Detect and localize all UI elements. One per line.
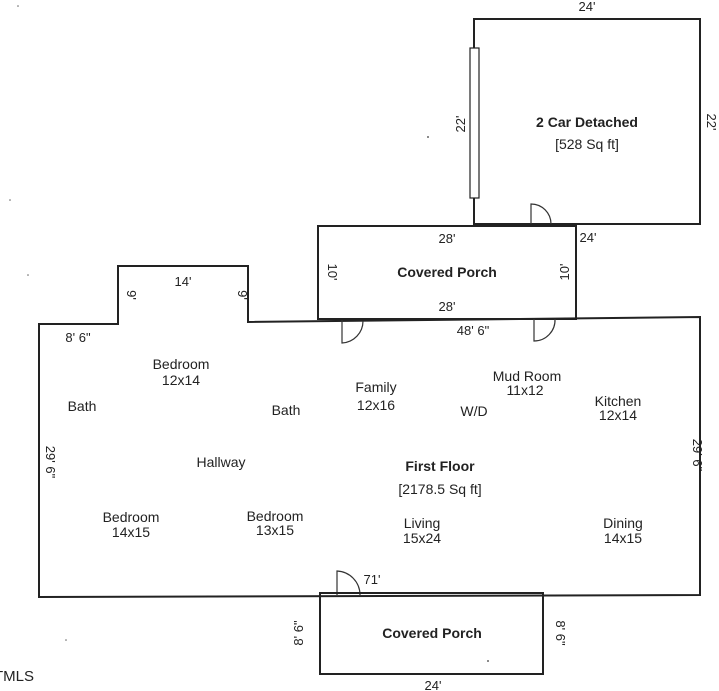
hallway-label: Hallway — [196, 454, 245, 470]
lower-porch: Covered Porch 24' 8' 6" 8' 6" — [291, 592, 568, 691]
dim-right: 29' 6" — [690, 439, 705, 472]
bedroom1-name: Bedroom — [153, 356, 210, 372]
family-name: Family — [355, 379, 396, 395]
upper-porch-dim-top: 28' — [439, 231, 456, 246]
garage-dim-top: 24' — [579, 0, 596, 14]
kitchen-size: 12x14 — [599, 407, 637, 423]
dim-bump-left: 9' — [124, 290, 139, 300]
first-floor-outline — [38, 265, 701, 599]
bath2-label: Bath — [272, 402, 301, 418]
dining-name: Dining — [603, 515, 643, 531]
mudroom-door-swing — [533, 318, 556, 342]
dim-top-right: 48' 6" — [457, 323, 490, 338]
garage-dim-bottom-right: 24' — [580, 230, 597, 245]
dim-left: 29' 6" — [43, 446, 58, 479]
first-floor: 8' 6" 14' 9' 9' 48' 6" 29' 6" 29' 6" 71'… — [38, 265, 705, 599]
garage-title: 2 Car Detached — [536, 114, 638, 130]
lower-porch-dim-right: 8' 6" — [553, 620, 568, 646]
kitchen-name: Kitchen — [595, 393, 642, 409]
bedroom2-name: Bedroom — [103, 509, 160, 525]
upper-porch: Covered Porch 28' 28' 10' 10' — [317, 225, 577, 320]
living-name: Living — [404, 515, 441, 531]
family-size: 12x16 — [357, 397, 395, 413]
lower-porch-dim-bottom: 24' — [425, 678, 442, 691]
watermark: TMLS — [0, 668, 34, 685]
bedroom3-name: Bedroom — [247, 508, 304, 524]
garage-window — [469, 47, 480, 199]
dining-size: 14x15 — [604, 530, 642, 546]
upper-porch-title: Covered Porch — [397, 264, 497, 280]
upper-porch-dim-left: 10' — [325, 264, 340, 281]
dim-bump-top: 14' — [175, 274, 192, 289]
scan-specks — [9, 5, 489, 662]
garage-door-swing — [530, 203, 552, 225]
dim-top-left: 8' 6" — [65, 330, 91, 345]
living-size: 15x24 — [403, 530, 441, 546]
lower-porch-dim-left: 8' 6" — [291, 620, 306, 646]
lower-porch-outline — [319, 592, 544, 675]
first-floor-title: First Floor — [405, 458, 475, 474]
bedroom2-size: 14x15 — [112, 524, 150, 540]
garage: 2 Car Detached [528 Sq ft] 24' 22' 22' 2… — [453, 0, 719, 245]
mud-room-name: Mud Room — [493, 368, 561, 384]
garage-area: [528 Sq ft] — [555, 136, 619, 152]
wd-label: W/D — [460, 403, 487, 419]
dim-bump-right: 9' — [235, 290, 250, 300]
front-door-swing — [336, 570, 361, 596]
first-floor-area: [2178.5 Sq ft] — [398, 481, 481, 497]
family-door-swing — [341, 320, 364, 344]
lower-porch-title: Covered Porch — [382, 625, 482, 641]
bath1-label: Bath — [68, 398, 97, 414]
garage-dim-right: 22' — [704, 114, 719, 131]
bedroom3-size: 13x15 — [256, 522, 294, 538]
dim-bottom: 71' — [364, 572, 381, 587]
garage-dim-left: 22' — [453, 116, 468, 133]
bedroom1-size: 12x14 — [162, 372, 200, 388]
mud-room-size: 11x12 — [506, 382, 543, 398]
upper-porch-dim-bottom: 28' — [439, 299, 456, 314]
upper-porch-dim-right: 10' — [557, 264, 572, 281]
